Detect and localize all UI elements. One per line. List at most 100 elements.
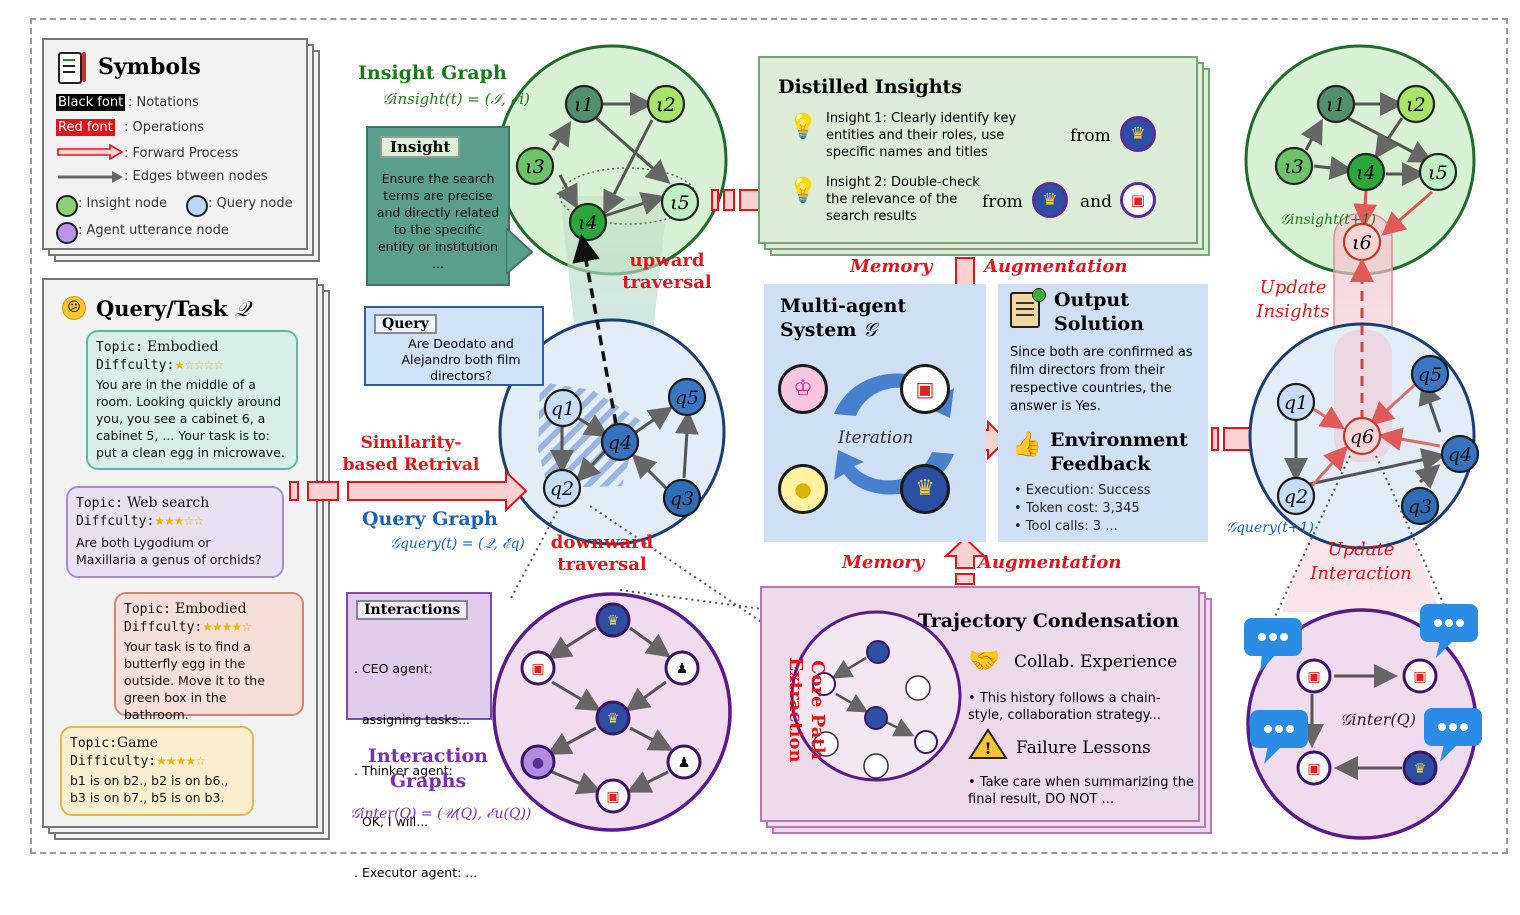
query-callout: Query Are Deodato and Alejandro both fil…	[364, 306, 544, 386]
core-path-extraction-text: Core Path Extraction	[785, 657, 828, 763]
speech-bubble-dots	[1258, 619, 1468, 733]
king-avatar-icon-1: ♛	[1120, 116, 1156, 152]
query-node-desc: : Query node	[208, 196, 293, 211]
query-node-q4: q4	[608, 432, 632, 454]
task-card-2: Topic: Web search Diffculty:★★★☆☆ Are bo…	[66, 486, 284, 578]
interaction-line-4: OK, I will...	[354, 814, 429, 829]
memory-label-top: Memory	[850, 256, 933, 277]
agent-node-icon	[56, 222, 78, 244]
feedback-list: • Execution: Success • Token cost: 3,345…	[1014, 482, 1150, 536]
distilled-panel: Distilled Insights 💡 Insight 1: Clearly …	[758, 56, 1198, 244]
right-query-q4: q4	[1448, 444, 1472, 466]
forward-desc: : Forward Process	[124, 146, 239, 161]
svg-text:▣: ▣	[1307, 669, 1320, 685]
distilled-title: Distilled Insights	[778, 76, 962, 98]
warning-triangle-icon: !	[968, 728, 1008, 759]
insight-callout: Insight Ensure the search terms are prec…	[366, 126, 510, 286]
black-font-desc: : Notations	[128, 95, 199, 110]
slime-agent-icon: ●	[778, 464, 828, 514]
svg-text:▣: ▣	[531, 661, 544, 677]
right-agent-glyphs: ▣ ▣ ▣ ♛	[1307, 669, 1426, 777]
insight-node-i3: ι3	[525, 156, 545, 178]
upward-traversal-text: upward traversal	[622, 250, 712, 293]
king-avatar-icon-2: ♛	[1032, 182, 1068, 218]
agent-node-penguin	[664, 650, 700, 686]
king-agent-icon: ♛	[900, 464, 950, 514]
right-insight-nodes	[1274, 84, 1458, 262]
output-panel: Output Solution Since both are confirmed…	[998, 284, 1208, 542]
insight-node-i4: ι4	[578, 212, 598, 234]
downward-traversal-label: downward traversal	[540, 532, 664, 576]
right-insight-i3: ι3	[1284, 156, 1304, 178]
right-query-q6: q6	[1350, 426, 1374, 448]
mas-title-text: Multi-agent System	[780, 295, 907, 341]
mas-panel: Multi-agent System 𝒢 ♔ ▣ ● ♛ Iteration	[764, 284, 986, 542]
right-query-q2: q2	[1284, 486, 1308, 508]
augmentation-label-bottom: Augmentation	[978, 552, 1122, 573]
princess-agent-icon: ♔	[778, 364, 828, 414]
right-insight-i4: ι4	[1356, 162, 1376, 184]
interaction-graphs-formula: 𝒢inter(Q) = (𝒰(Q), ℰu(Q))	[350, 806, 532, 822]
update-insights-label: Update Insights	[1248, 276, 1338, 324]
task-card-2-topic-label: Topic:	[76, 496, 123, 511]
mas-title-math: 𝒢	[863, 319, 877, 341]
svg-text:♛: ♛	[607, 711, 620, 727]
downward-traversal-text: downward traversal	[550, 532, 654, 575]
iteration-label: Iteration	[838, 428, 914, 448]
forward-arrow-icon	[57, 144, 124, 160]
right-query-nodes	[1276, 354, 1480, 526]
feedback-item-3: • Tool calls: 3 ...	[1014, 519, 1118, 534]
symbols-title: Symbols	[98, 54, 201, 80]
notebook-icon	[58, 52, 86, 84]
trajectory-title: Trajectory Condensation	[918, 610, 1180, 632]
from-label-1: from	[1070, 126, 1111, 146]
insight-callout-tail	[506, 228, 534, 276]
task-card-3-topic: Embodied	[174, 601, 247, 617]
insight-nodes	[515, 84, 700, 242]
distilled-insight-1: Insight 1: Clearly identify key entities…	[826, 111, 1017, 160]
task-card-4-stars: ★★★★☆	[156, 754, 206, 768]
red-font-desc: : Operations	[124, 120, 204, 135]
task-card-3-topic-label: Topic:	[124, 602, 171, 617]
right-query-update-edges	[1308, 378, 1441, 490]
distilled-insight-2: Insight 2: Double-check the relevance of…	[826, 175, 980, 224]
right-insight-i5: ι5	[1428, 162, 1448, 184]
right-query-q1: q1	[1284, 392, 1308, 414]
failure-label: Failure Lessons	[1016, 738, 1151, 758]
agent-node-king-mid	[595, 700, 631, 736]
task-card-3-text: Your task is to find a butterfly egg in …	[124, 639, 265, 722]
task-card-4-topic: Game	[116, 735, 159, 751]
interaction-line-3: . Thinker agent:	[354, 763, 453, 778]
right-agent-tv-tl	[1296, 658, 1332, 694]
right-insight-labels: ι1 ι2 ι3 ι4 ι5 ι6	[1284, 94, 1448, 254]
interactions-callout-title: Interactions	[356, 600, 469, 620]
update-insights-text: Update Insights	[1256, 277, 1330, 322]
svg-text:♛: ♛	[607, 613, 620, 629]
svg-text:▣: ▣	[606, 789, 619, 805]
interaction-line-2: assigning tasks...	[354, 712, 471, 727]
output-title: Output Solution	[1054, 288, 1144, 336]
query-node-labels: q1 q2 q3 q4 q5	[550, 387, 699, 510]
query-edges	[550, 406, 699, 490]
bulb-icon-2: 💡	[788, 176, 818, 204]
right-insight-edges	[1300, 92, 1434, 186]
memory-label-bottom: Memory	[842, 552, 925, 573]
right-query-labels: q1 q2 q3 q4 q5 q6	[1284, 364, 1472, 518]
svg-text:!: !	[984, 739, 991, 758]
interaction-graphs-title-1: Interaction	[368, 745, 488, 767]
task-card-2-stars: ★★★☆☆	[154, 514, 204, 528]
task-card-3-diff-label: Diffculty:	[124, 620, 203, 635]
agent-node-king-top	[595, 602, 631, 638]
svg-text:●: ●	[532, 755, 544, 771]
agent-node-tv-left	[520, 650, 556, 686]
right-agent-tv-bl	[1296, 750, 1332, 786]
update-interaction-label: Update Interaction	[1306, 538, 1416, 586]
augmentation-label-top: Augmentation	[984, 256, 1128, 277]
mas-title: Multi-agent System 𝒢	[780, 294, 930, 342]
output-title-1: Output	[1054, 289, 1130, 311]
task-card-4-diff-label: Difficulty:	[70, 754, 157, 769]
similarity-text: Similarity-based Retrival	[342, 433, 480, 475]
upward-traversal-label: upward traversal	[612, 250, 722, 294]
clipboard-icon	[1010, 288, 1046, 328]
task-card-2-topic: Web search	[126, 495, 210, 511]
